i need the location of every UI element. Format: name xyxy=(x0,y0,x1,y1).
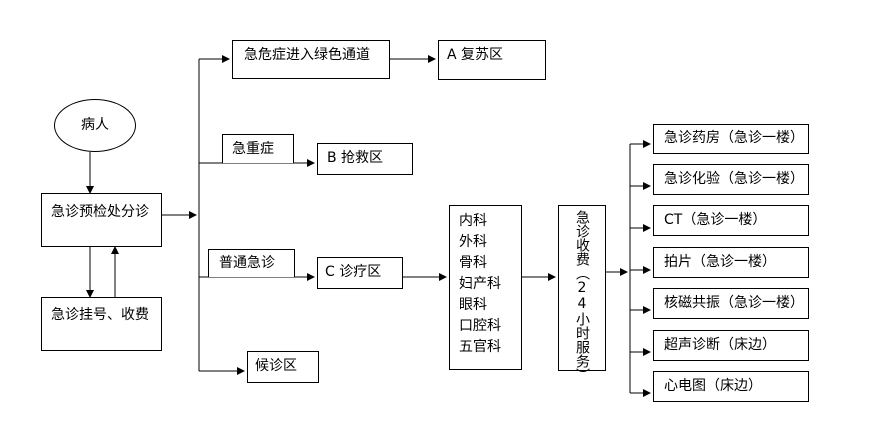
zone-c-label: C 诊疗区 xyxy=(325,264,382,280)
severe-branch-label: 急重症 xyxy=(232,141,274,157)
department-item: 内科 xyxy=(459,213,487,229)
normal-branch-label: 普通急诊 xyxy=(219,255,275,271)
critical-branch-node: 急危症进入绿色通道 xyxy=(232,40,390,79)
service-label: 核磁共振（急诊一楼） xyxy=(664,295,804,311)
service-node: 拍片（急诊一楼） xyxy=(653,247,809,278)
registration-node: 急诊挂号、收费 xyxy=(41,297,162,351)
departments-list: 内科 外科 骨科 妇产科 眼科 口腔科 五官科 xyxy=(459,211,501,358)
severe-branch-tab: 急重症 xyxy=(222,134,294,163)
service-node: 急诊药房（急诊一楼） xyxy=(653,124,809,154)
department-item: 妇产科 xyxy=(459,276,501,292)
department-item: 五官科 xyxy=(459,339,501,355)
registration-label: 急诊挂号、收费 xyxy=(51,307,149,323)
normal-branch-tab: 普通急诊 xyxy=(208,249,295,277)
waiting-area-node: 候诊区 xyxy=(247,351,319,383)
service-label: 超声诊断（床边） xyxy=(664,337,776,353)
service-node: 核磁共振（急诊一楼） xyxy=(653,288,809,319)
fees-node: 急诊收费（24小时服务） xyxy=(558,205,606,382)
department-item: 口腔科 xyxy=(459,318,501,334)
department-item: 眼科 xyxy=(459,297,487,313)
department-item: 骨科 xyxy=(459,255,487,271)
zone-b-node: B 抢救区 xyxy=(317,143,413,175)
zone-a-label: A 复苏区 xyxy=(447,47,504,63)
service-node: CT（急诊一楼） xyxy=(653,205,809,236)
patient-node: 病人 xyxy=(54,99,136,152)
service-node: 心电图（床边） xyxy=(653,371,809,402)
service-label: 心电图（床边） xyxy=(664,378,762,394)
service-node: 超声诊断（床边） xyxy=(653,330,809,361)
critical-branch-label: 急危症进入绿色通道 xyxy=(244,47,370,63)
service-label: 急诊化验（急诊一楼） xyxy=(664,171,804,187)
service-label: 急诊药房（急诊一楼） xyxy=(664,130,804,146)
zone-b-label: B 抢救区 xyxy=(327,150,384,166)
patient-label: 病人 xyxy=(81,117,109,133)
zone-a-node: A 复苏区 xyxy=(438,40,546,80)
departments-node: 内科 外科 骨科 妇产科 眼科 口腔科 五官科 xyxy=(449,205,522,370)
triage-node: 急诊预检处分诊 xyxy=(41,193,162,247)
department-item: 外科 xyxy=(459,234,487,250)
service-node: 急诊化验（急诊一楼） xyxy=(653,164,809,195)
triage-label: 急诊预检处分诊 xyxy=(51,204,149,220)
zone-c-node: C 诊疗区 xyxy=(317,257,403,289)
service-label: 拍片（急诊一楼） xyxy=(664,254,776,270)
fees-label: 急诊收费（24小时服务） xyxy=(574,210,590,382)
service-label: CT（急诊一楼） xyxy=(664,212,767,228)
waiting-area-label: 候诊区 xyxy=(255,358,297,374)
